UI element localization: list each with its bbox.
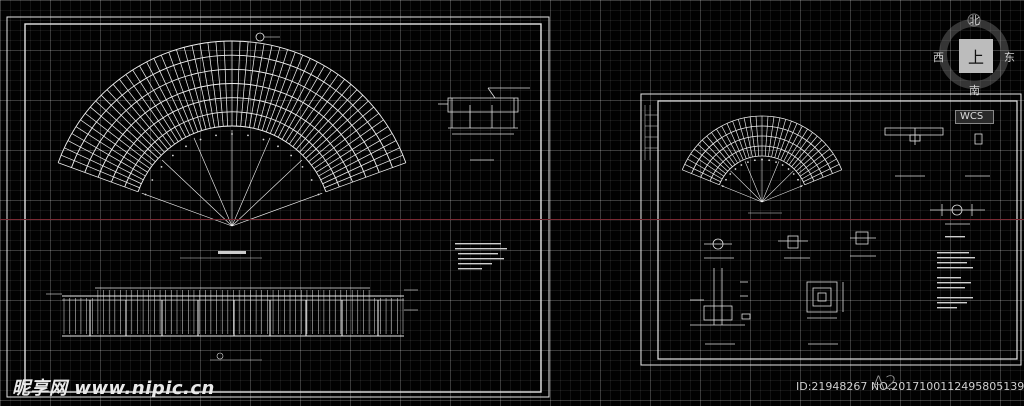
compass-east-label[interactable]: 东 — [1004, 51, 1015, 64]
section-detail — [438, 87, 530, 161]
compass-ring[interactable] — [939, 19, 1009, 89]
view-cube[interactable]: 上 北 南 东 西 — [933, 12, 1019, 97]
compass-south-label[interactable]: 南 — [969, 84, 980, 97]
wcs-menu-button[interactable]: WCS — [955, 110, 995, 124]
right-notes — [937, 236, 975, 309]
site-watermark: 昵享网 www.nipic.cn — [12, 378, 215, 399]
crosshair-line — [0, 219, 1024, 220]
right-sheet-outer-frame — [640, 93, 1022, 366]
right-sheet-title-strip — [644, 105, 658, 160]
footing-detail — [690, 268, 751, 345]
wcs-label: WCS — [960, 111, 984, 122]
left-sheet-inner-frame — [24, 23, 542, 393]
axis-bubble — [255, 32, 265, 42]
base-plate-detail — [806, 281, 844, 345]
fan-plan-large-markers — [180, 32, 280, 259]
fan-plan-small — [681, 115, 843, 203]
right-sheet-inner-frame — [657, 100, 1018, 360]
plan-title-label — [218, 251, 246, 254]
elevation-title — [210, 352, 262, 361]
general-notes — [455, 243, 507, 270]
cube-top-face[interactable]: 上 — [959, 39, 993, 73]
joint-detail — [930, 204, 985, 225]
compass-west-label[interactable]: 西 — [933, 51, 944, 64]
left-sheet-outer-frame — [6, 16, 550, 398]
compass-north-label[interactable]: 北 — [969, 14, 980, 27]
elevation-view — [46, 287, 418, 337]
sheet-size-label: A2 — [872, 372, 898, 394]
image-id-text: ID:21948267 NO:20171001124958051393 — [796, 380, 1024, 393]
beam-detail — [884, 127, 990, 177]
column-sections — [704, 231, 876, 259]
fan-plan-large — [57, 40, 407, 227]
